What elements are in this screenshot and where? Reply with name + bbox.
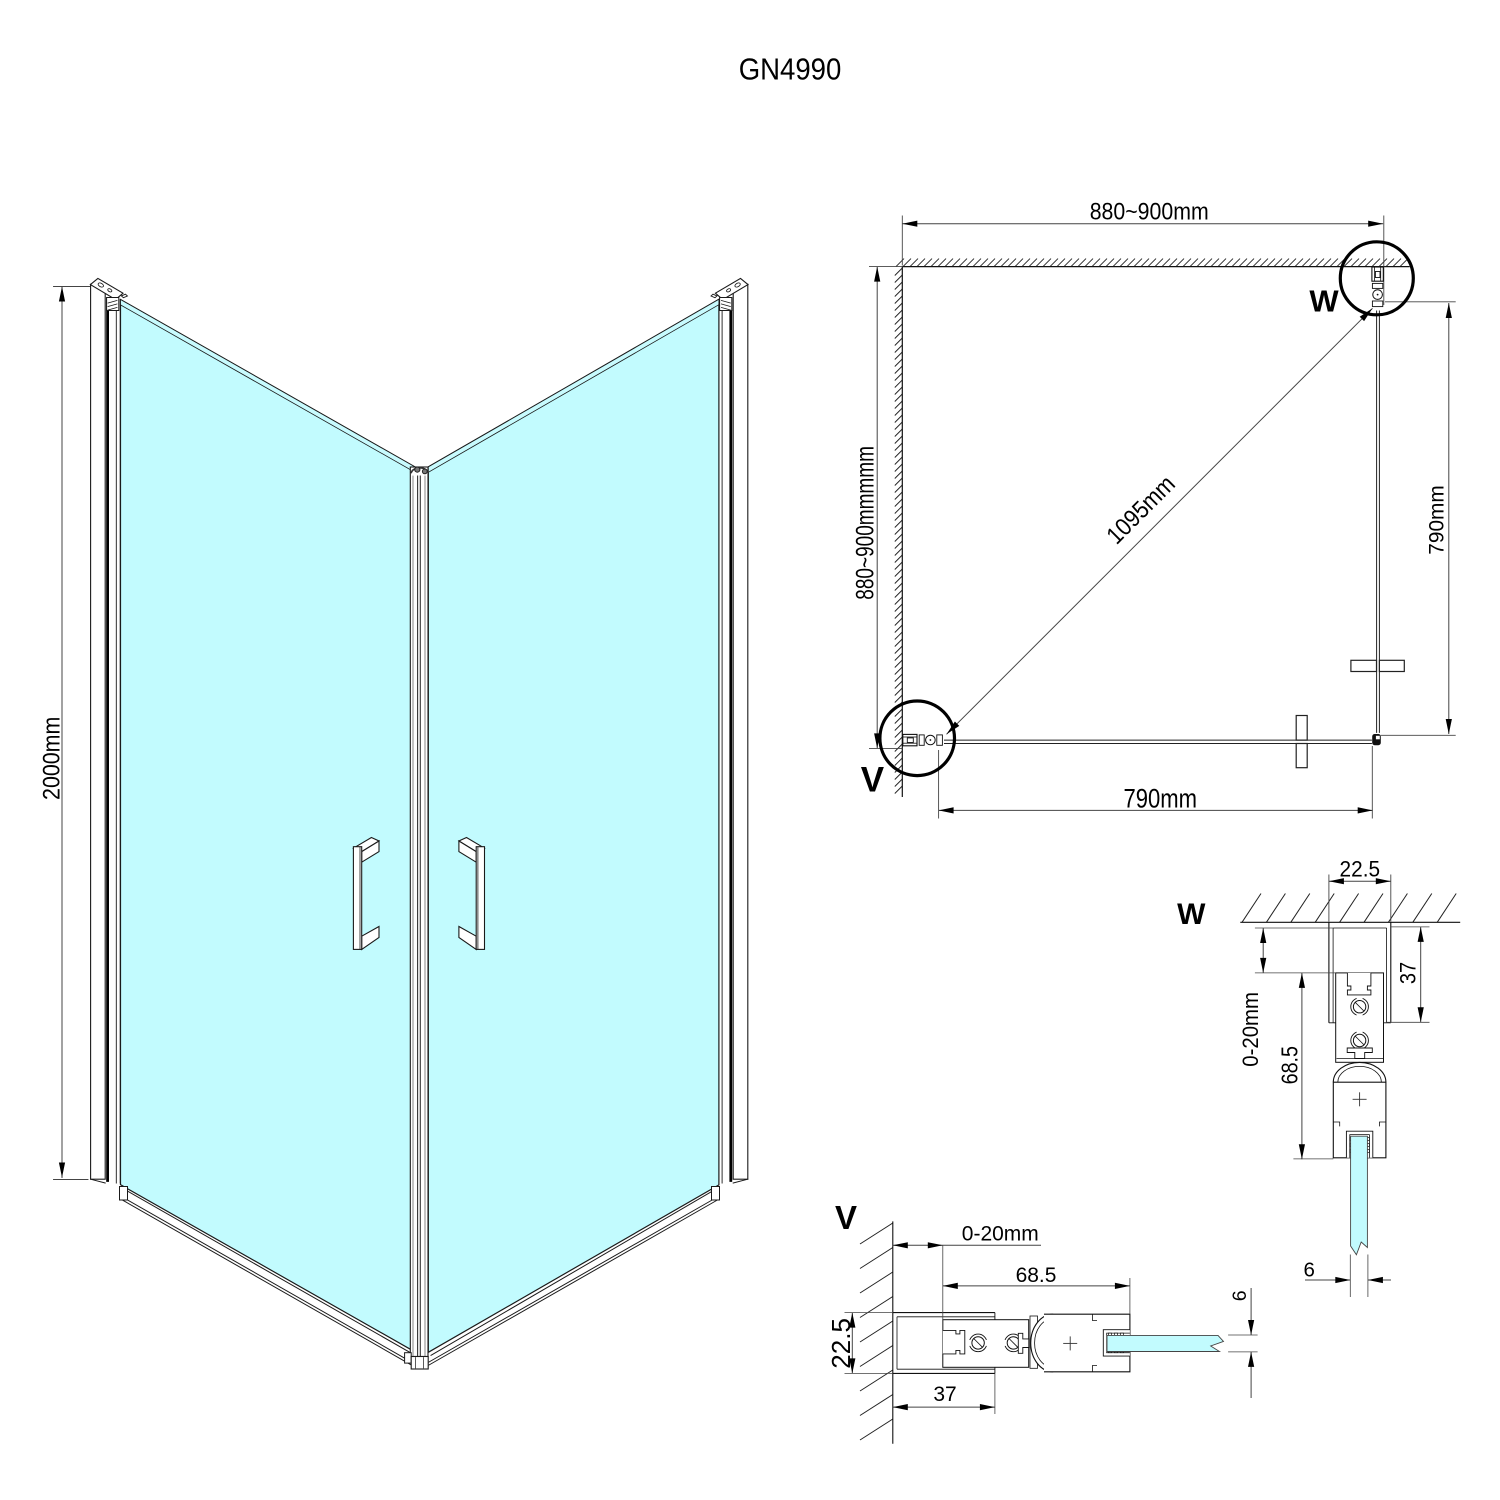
svg-text:0-20mm: 0-20mm <box>962 1223 1039 1246</box>
svg-text:V: V <box>861 761 885 800</box>
svg-text:V: V <box>835 1199 857 1236</box>
svg-text:0-20mm: 0-20mm <box>1238 992 1263 1067</box>
svg-text:37: 37 <box>933 1383 956 1406</box>
svg-text:W: W <box>1309 283 1339 318</box>
svg-text:790mm: 790mm <box>1123 784 1197 814</box>
svg-text:22.5: 22.5 <box>1340 857 1381 882</box>
svg-text:2000mm: 2000mm <box>39 717 66 800</box>
svg-text:W: W <box>1177 898 1206 931</box>
svg-text:68.5: 68.5 <box>1277 1046 1303 1084</box>
svg-text:880~900mmmmm: 880~900mmmmm <box>852 446 880 600</box>
svg-text:6: 6 <box>1303 1259 1314 1282</box>
svg-text:68.5: 68.5 <box>1016 1264 1057 1287</box>
svg-text:37: 37 <box>1396 962 1421 984</box>
svg-text:GN4990: GN4990 <box>739 52 842 86</box>
svg-text:22.5: 22.5 <box>826 1318 856 1369</box>
svg-text:880~900mm: 880~900mm <box>1090 199 1209 226</box>
svg-text:6: 6 <box>1229 1290 1251 1301</box>
svg-text:790mm: 790mm <box>1425 485 1449 554</box>
